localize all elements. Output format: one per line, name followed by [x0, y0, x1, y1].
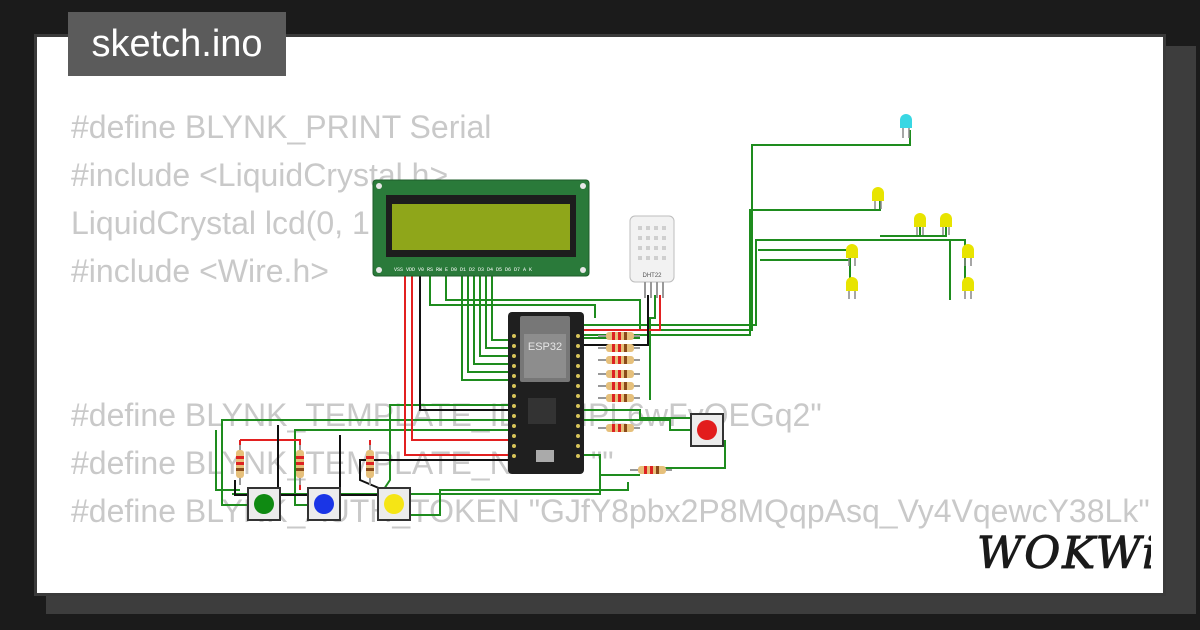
led-yellow	[962, 277, 974, 299]
resistor	[366, 445, 374, 485]
resistor	[630, 466, 672, 474]
leds	[846, 114, 974, 299]
code-line: #include <Wire.h>	[71, 253, 329, 289]
resistor	[598, 370, 640, 378]
led-yellow	[846, 277, 858, 299]
code-line: #define BLYNK_AUTH_TOKEN "GJfY8pbx2P8MQq…	[71, 493, 1150, 529]
pushbutton-blue	[307, 487, 341, 521]
led-yellow	[872, 187, 884, 209]
resistor	[598, 382, 640, 390]
file-title[interactable]: sketch.ino	[68, 12, 286, 76]
resistor	[598, 344, 640, 352]
led-cyan	[900, 114, 912, 138]
led-yellow	[846, 244, 858, 266]
resistor	[598, 356, 640, 364]
resistor	[598, 394, 640, 402]
esp32-board: ESP32	[508, 312, 584, 474]
led-yellow	[962, 244, 974, 266]
lcd-pin-labels: VSS VDD V0 RS RW E D0 D1 D2 D3 D4 D5 D6 …	[394, 267, 532, 273]
esp32-label: ESP32	[528, 341, 562, 353]
code-line: #define BLYNK_PRINT Serial	[71, 109, 492, 145]
dht22-sensor: DHT22	[629, 215, 675, 298]
resistor	[236, 445, 244, 485]
wires	[215, 130, 966, 516]
wokwi-logo: WOKWi	[977, 528, 1152, 578]
resistor	[598, 424, 640, 432]
dht22-label: DHT22	[642, 273, 662, 279]
wokwi-logo-text: WOKWi	[977, 528, 1151, 578]
pushbutton-yellow	[377, 487, 411, 521]
code-line: #include <LiquidCrystal.h>	[71, 157, 449, 193]
code-line: #define BLYNK_TEMPLATE_ID "TMPL6wFvOEGq2…	[71, 397, 822, 433]
resistor	[598, 332, 640, 340]
pushbutton-green	[247, 487, 281, 521]
resistor	[296, 445, 304, 485]
lcd-display: VSS VDD V0 RS RW E D0 D1 D2 D3 D4 D5 D6 …	[372, 179, 590, 277]
resistors	[236, 332, 672, 485]
led-yellow	[914, 213, 926, 235]
pushbutton-red	[690, 413, 724, 447]
led-yellow	[940, 213, 952, 235]
